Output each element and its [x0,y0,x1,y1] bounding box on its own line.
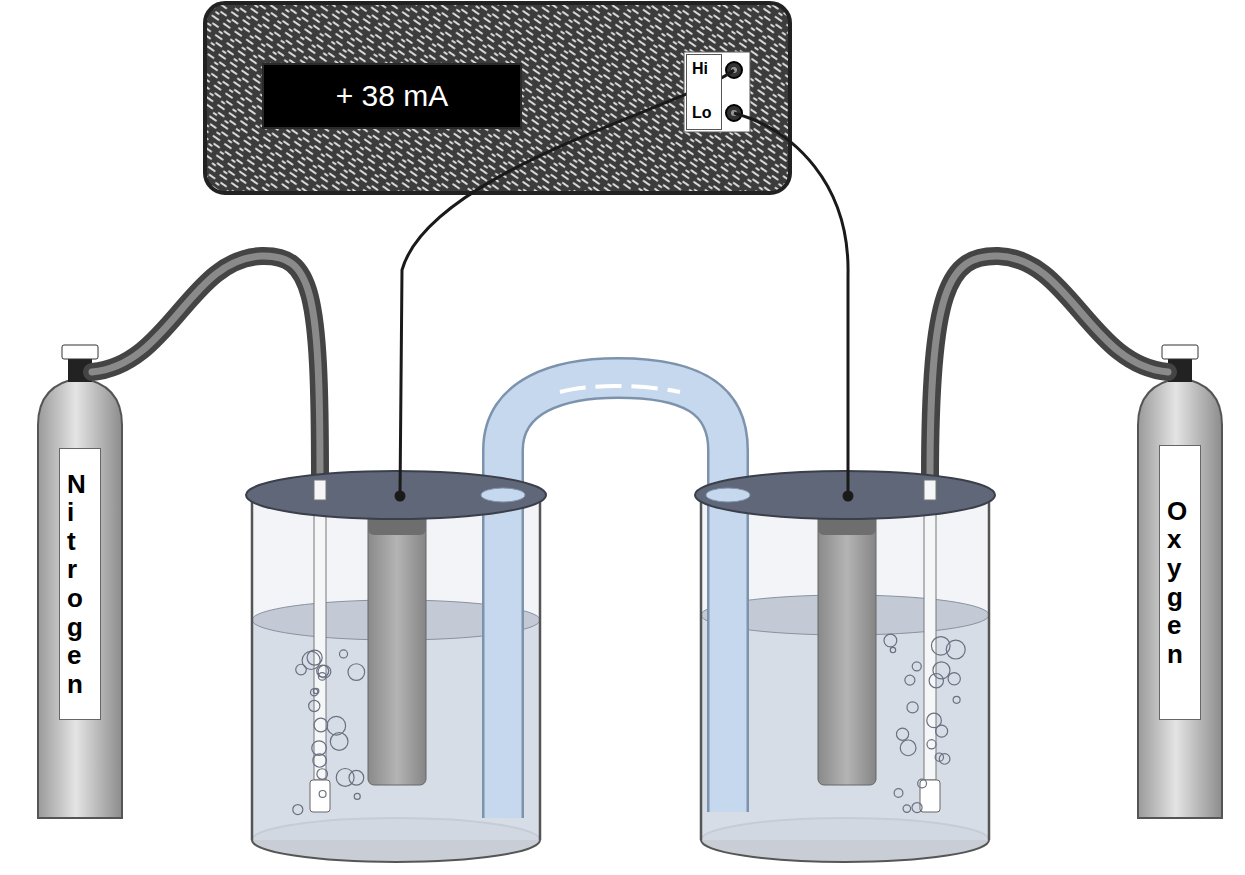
cylinder-label: Oxygen [1159,445,1201,720]
gas-bubble [905,675,915,685]
cylinder-body [38,378,122,818]
gas-bubble [317,769,328,780]
gas-tube [924,480,936,780]
gas-bubble [894,789,903,798]
gas-bubble [339,650,347,658]
gas-bubble [912,803,922,813]
gas-bubble [327,716,346,735]
glass-highlight [560,386,680,392]
gas-bubble [900,740,916,756]
gas-bubble [314,718,328,732]
electrode [818,505,876,785]
cylinder-body [1138,378,1222,818]
meter-display: + 38 mA [262,63,522,129]
gas-bubble [318,665,331,678]
salt-bridge [503,378,728,818]
beaker-lid [695,471,995,519]
gas-bubble [903,805,910,812]
salt-bridge [503,378,728,818]
valve-cap [62,345,98,359]
cylinder-label: Nitrogen [59,448,101,720]
gas-bubble [330,733,348,751]
gas-hose [930,256,1168,478]
gas-name: Nitrogen [67,470,93,699]
terminal-labels: HiLo [686,54,722,130]
gas-bubble [907,702,918,713]
electrode [368,505,426,785]
gas-bubble [318,673,326,681]
gas-bubble [931,637,950,656]
gas-bubble [884,634,965,812]
gas-tube [314,480,326,780]
gas-bubble [312,741,327,756]
oxygen-cylinder [1138,345,1222,818]
gas-tube [924,480,936,500]
wire-end [396,492,404,500]
salt-bridge [503,378,728,818]
gas-bubble [912,662,921,671]
gas-bubble [302,651,320,669]
gas-bubble [890,647,895,652]
gas-bubble [953,696,960,703]
gas-hose [92,256,320,478]
salt-bridge [481,488,525,502]
gas-bubble [296,664,307,675]
gas-bubble [918,779,927,788]
terminal-name: Lo [692,103,721,123]
gas-bubble [293,650,365,815]
gas-bubble [309,700,320,711]
nitrogen-cylinder [38,345,122,818]
gas-bubble [896,728,908,740]
gas-bubble [293,805,303,815]
beaker-lid [246,471,995,519]
gas-bubble [884,634,897,647]
gas-tube [314,480,326,500]
gas-hose [92,256,320,478]
beaker-lid [246,471,546,519]
terminal-panel [684,52,750,132]
gas-hose [930,256,1168,478]
gas-bubble [307,650,322,665]
gas-bubble [310,689,317,696]
gas-bubble [349,770,364,785]
gas-bubble [927,740,936,749]
wire [400,70,734,496]
gas-bubble [948,673,960,685]
gas-bubble [354,793,360,799]
terminal-name: Hi [692,59,721,79]
gas-frit [310,780,330,812]
valve-cap [1162,345,1198,359]
gas-bubble [927,713,942,728]
gas-bubble [929,673,943,687]
gas-bubble [319,790,326,797]
gas-frit [920,780,940,812]
gas-bubble [939,754,950,765]
gas-name: Oxygen [1167,497,1193,669]
gas-bubble [348,664,365,681]
ammeter [205,3,790,193]
wire-end [844,492,852,500]
salt-bridge [706,488,750,502]
wire [734,113,848,496]
current-reading: + 38 mA [336,79,449,113]
wire [396,70,852,500]
meter-body [205,3,790,193]
